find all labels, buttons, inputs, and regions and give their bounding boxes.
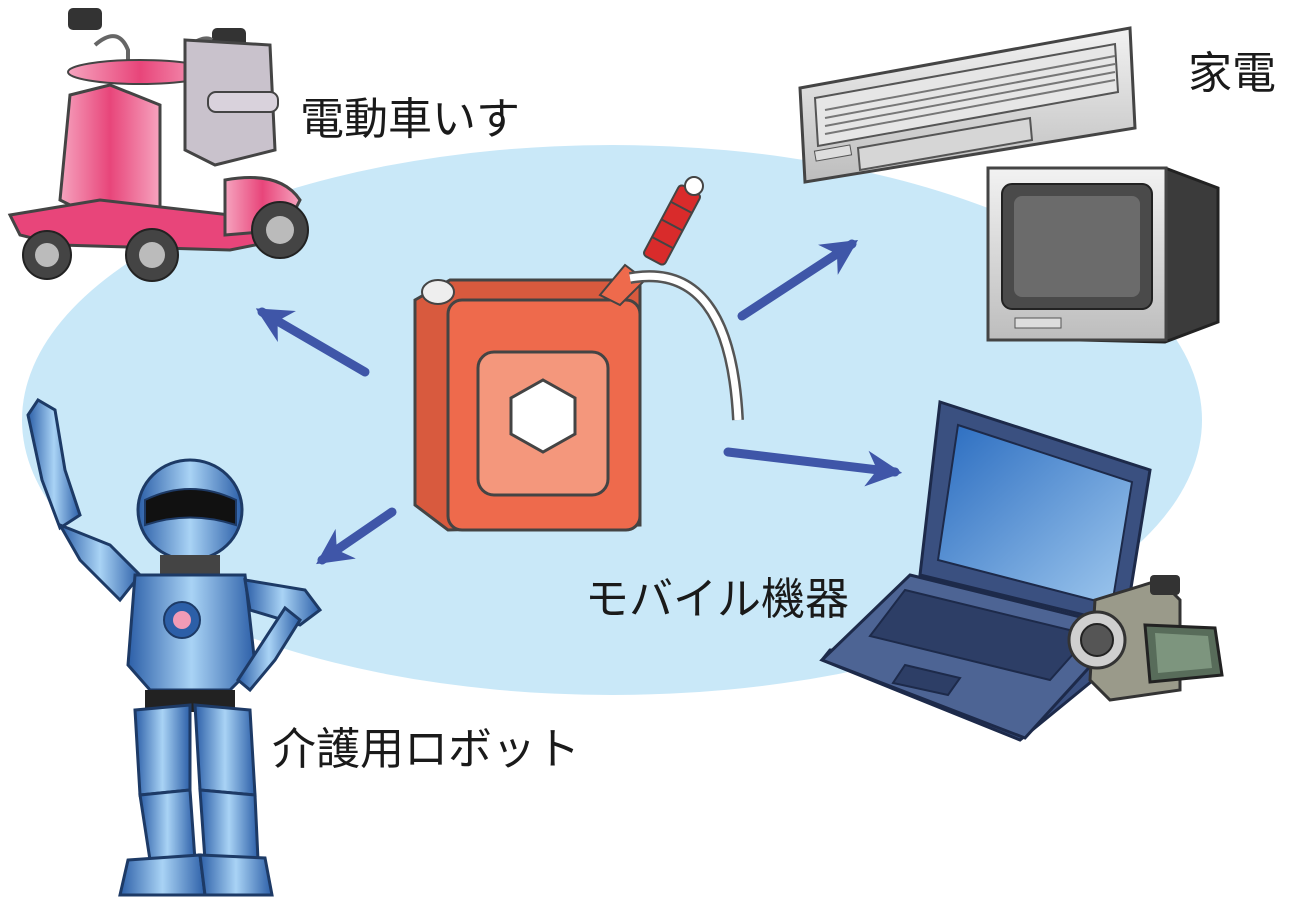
laptop-icon xyxy=(819,400,1152,742)
care-robot-icon xyxy=(26,397,323,897)
laptop-and-camcorder-icon xyxy=(819,400,1224,742)
label-appliance: 家電 xyxy=(1188,48,1276,99)
electric-wheelchair-icon xyxy=(7,8,309,282)
arrow-to-robot xyxy=(316,507,397,565)
air-conditioner-icon xyxy=(798,26,1137,184)
label-wheelchair: 電動車いす xyxy=(300,94,520,145)
arrows xyxy=(255,239,903,565)
fuel-tank-icon xyxy=(413,176,744,532)
air-conditioner-and-tv-icon xyxy=(798,26,1220,344)
camcorder-icon xyxy=(1067,575,1224,702)
label-robot: 介護用ロボット xyxy=(272,724,580,775)
arrow-to-appliance xyxy=(737,239,859,321)
arrow-to-wheelchair xyxy=(255,307,370,377)
arrow-to-mobile xyxy=(723,447,903,487)
tv-icon xyxy=(986,166,1220,344)
label-mobile: モバイル機器 xyxy=(585,574,849,625)
